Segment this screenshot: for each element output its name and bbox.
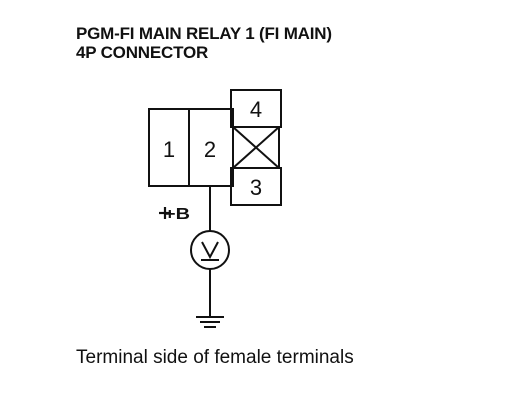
terminal-3-cavity xyxy=(230,167,282,206)
diagram-title: PGM-FI MAIN RELAY 1 (FI MAIN) 4P CONNECT… xyxy=(76,24,332,62)
plus-sign-icon xyxy=(159,207,171,219)
terminal-4-label: 4 xyxy=(250,97,262,122)
plus-b-label: +B xyxy=(164,206,190,223)
connector-housing-left xyxy=(148,108,234,187)
terminal-1-label: 1 xyxy=(163,137,175,162)
title-line-2: 4P CONNECTOR xyxy=(76,43,209,62)
diagram-caption: Terminal side of female terminals xyxy=(76,347,354,368)
ground-icon xyxy=(196,316,224,328)
title-line-1: PGM-FI MAIN RELAY 1 (FI MAIN) xyxy=(76,24,332,43)
voltmeter-icon xyxy=(190,230,230,270)
terminal-2-label: 2 xyxy=(204,137,216,162)
terminal-3-label: 3 xyxy=(250,175,262,200)
empty-cavity-cross-b xyxy=(232,126,280,169)
